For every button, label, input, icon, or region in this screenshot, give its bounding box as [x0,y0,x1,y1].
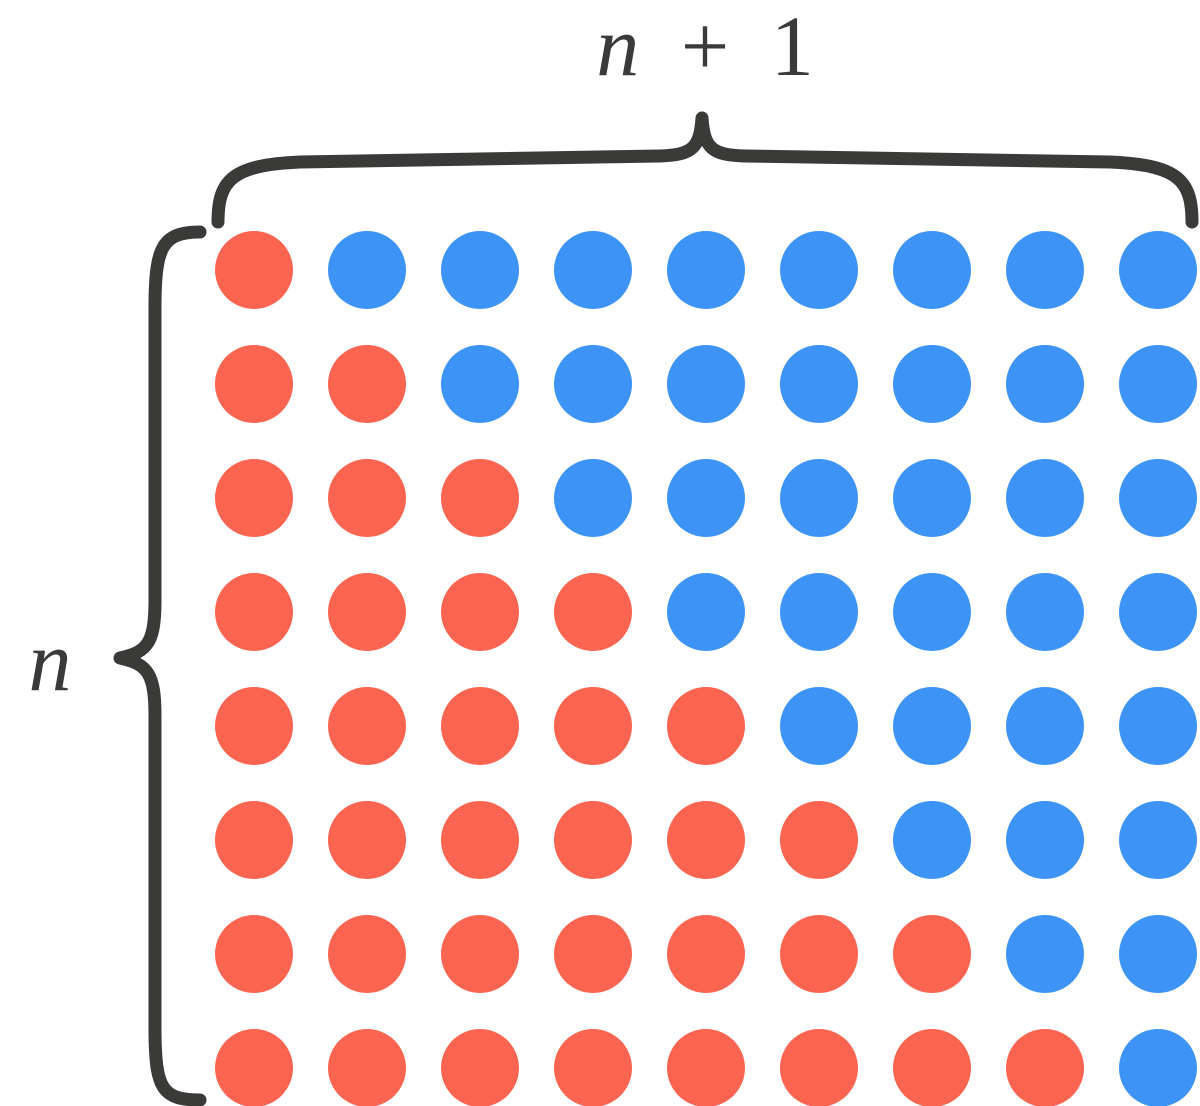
dot-red [215,1029,293,1106]
dot-red [215,573,293,651]
dot-blue [1006,573,1084,651]
dot-red [441,459,519,537]
dot-red [215,231,293,309]
dot-blue [893,459,971,537]
dot-blue [893,573,971,651]
dot-blue [1006,687,1084,765]
dot-red [328,915,406,993]
dot-red [441,573,519,651]
dot-blue [1006,801,1084,879]
dot-red [215,687,293,765]
dot-blue [1119,915,1197,993]
dot-red [215,459,293,537]
dot-blue [1006,345,1084,423]
dot-red [780,915,858,993]
dot-red [667,687,745,765]
dot-red [328,345,406,423]
dot-blue [1006,459,1084,537]
dot-red [780,801,858,879]
dot-red [441,687,519,765]
dot-red [328,687,406,765]
dot-red [667,1029,745,1106]
dot-blue [1119,801,1197,879]
dot-blue [893,801,971,879]
dot-blue [441,345,519,423]
dot-red [441,801,519,879]
dot-blue [667,345,745,423]
dot-blue [441,231,519,309]
dot-blue [1119,573,1197,651]
dot-red [667,915,745,993]
dot-blue [780,573,858,651]
dot-blue [1119,459,1197,537]
dot-blue [554,345,632,423]
dot-blue [780,459,858,537]
dot-blue [780,231,858,309]
dot-red [328,801,406,879]
dot-red [215,801,293,879]
dot-red [328,573,406,651]
dot-grid [215,231,1197,1106]
dot-red [554,915,632,993]
dot-blue [1119,1029,1197,1106]
top-label-variable: n [596,0,639,94]
dot-red [328,459,406,537]
top-label-number: 1 [771,0,814,94]
dot-blue [893,345,971,423]
left-brace [113,225,207,1106]
dot-blue [893,231,971,309]
left-brace-label: n [29,613,72,709]
dot-blue [1006,915,1084,993]
dot-red [215,915,293,993]
dot-blue [1119,345,1197,423]
dot-red [554,687,632,765]
left-label-variable: n [29,613,72,709]
dot-red [441,1029,519,1106]
top-brace [211,111,1199,229]
dot-blue [1006,231,1084,309]
dot-red [893,1029,971,1106]
dot-blue [667,231,745,309]
dot-blue [1119,687,1197,765]
dot-red [441,915,519,993]
dot-blue [1119,231,1197,309]
dot-blue [554,459,632,537]
dot-blue [667,573,745,651]
dot-blue [328,231,406,309]
dot-red [893,915,971,993]
dot-blue [667,459,745,537]
top-brace-label: n + 1 [596,0,814,94]
dot-blue [780,345,858,423]
dot-red [554,573,632,651]
dot-blue [893,687,971,765]
dot-red [780,1029,858,1106]
dot-red [328,1029,406,1106]
dot-red [554,1029,632,1106]
dot-red [667,801,745,879]
dot-red [554,801,632,879]
dot-blue [554,231,632,309]
dot-blue [780,687,858,765]
dot-red [215,345,293,423]
dot-red [1006,1029,1084,1106]
top-label-operator: + [681,0,730,94]
